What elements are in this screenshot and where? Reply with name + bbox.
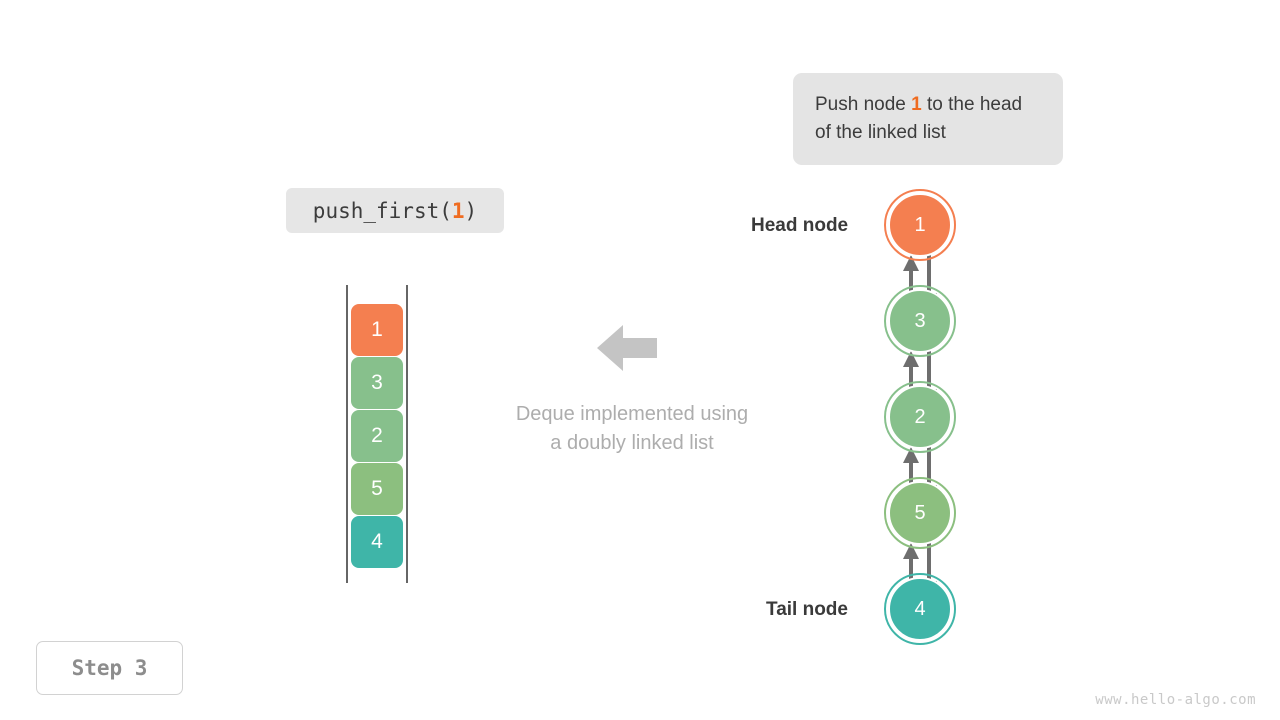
linked-list-node-ring — [884, 477, 956, 549]
linked-list-chain: 1 3 2 5 4 — [884, 189, 956, 645]
deque-cell-value: 5 — [371, 477, 383, 500]
deque-cell-value: 4 — [371, 530, 383, 553]
callout-box: Push node 1 to the head of the linked li… — [793, 73, 1063, 165]
code-argument: 1 — [451, 198, 465, 223]
arrow-left-icon — [597, 323, 657, 373]
operation-code-pill: push_first(1) — [286, 188, 504, 233]
linked-list-node-value: 5 — [914, 501, 926, 524]
tail-node-label: Tail node — [766, 599, 848, 620]
deque-cell-value: 2 — [371, 424, 383, 447]
caption-line-2: a doubly linked list — [550, 432, 714, 454]
linked-list-node-value: 2 — [914, 405, 926, 428]
callout-text-after: to the head of the linked list — [815, 94, 1023, 143]
linked-list-node: 1 — [888, 193, 952, 257]
linked-list-node-value: 3 — [914, 309, 926, 332]
linked-list-node-ring — [884, 189, 956, 261]
deque-cell: 2 — [351, 410, 403, 462]
linked-list-node: 3 — [888, 289, 952, 353]
deque-cell-value: 3 — [371, 371, 383, 394]
head-node-label: Head node — [751, 215, 849, 236]
deque-rail-left — [346, 285, 348, 583]
linked-list-node-ring — [884, 285, 956, 357]
callout-text-before: Push node — [815, 94, 912, 115]
linked-list-node-ring — [884, 381, 956, 453]
callout-highlight-value: 1 — [911, 94, 922, 115]
linked-list-node: 2 — [888, 385, 952, 449]
deque-rail-right — [406, 285, 408, 583]
linked-list-node: 5 — [888, 481, 952, 545]
linked-list-node-value: 4 — [914, 597, 926, 620]
code-suffix: ) — [464, 198, 478, 223]
deque-column: 1 3 2 5 4 — [340, 280, 420, 590]
code-prefix: push_first( — [312, 198, 452, 223]
deque-cell-value: 1 — [371, 318, 383, 341]
deque-cell: 5 — [351, 463, 403, 515]
diagram-caption: Deque implemented using a doubly linked … — [452, 400, 812, 458]
deque-cell: 4 — [351, 516, 403, 568]
deque-cell: 1 — [351, 304, 403, 356]
step-badge: Step 3 — [36, 641, 183, 695]
watermark: www.hello-algo.com — [1095, 692, 1256, 708]
callout-text: Push node 1 to the head of the linked li… — [815, 91, 1041, 147]
deque-cell: 3 — [351, 357, 403, 409]
linked-list-node-value: 1 — [914, 213, 926, 236]
deque-cell-list: 1 3 2 5 4 — [351, 304, 403, 569]
linked-list-node: 4 — [888, 577, 952, 641]
linked-list-node-ring — [884, 573, 956, 645]
caption-line-1: Deque implemented using — [515, 403, 749, 425]
